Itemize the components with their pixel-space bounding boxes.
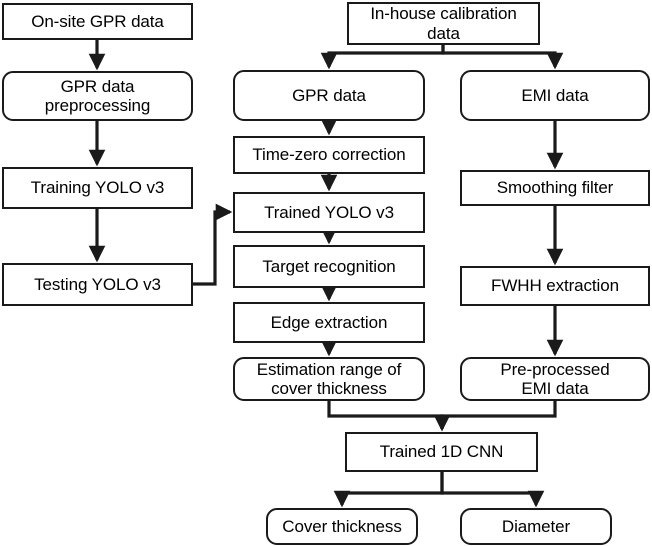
node-training-yolo-v3[interactable]: Training YOLO v3 [2,167,193,209]
node-testing-yolo-v3[interactable]: Testing YOLO v3 [2,263,193,306]
node-target-recognition[interactable]: Target recognition [233,245,425,288]
node-edge-extraction[interactable]: Edge extraction [233,302,425,343]
edge-calibration-to-emi-data [441,44,564,70]
edge-estimation-to-cnn [327,400,451,432]
node-diameter[interactable]: Diameter [460,508,612,545]
edge-testing-to-trained-yolo [192,203,233,286]
node-fwhh-extraction[interactable]: FWHH extraction [460,266,650,306]
node-gpr-data-preprocessing[interactable]: GPR data preprocessing [2,71,193,121]
node-pre-processed-emi-data[interactable]: Pre-processed EMI data [460,357,650,401]
node-estimation-range-of-cover-thickness[interactable]: Estimation range of cover thickness [233,357,425,401]
edge-cnn-to-diameter [440,471,545,508]
node-trained-1d-cnn[interactable]: Trained 1D CNN [345,432,538,472]
edge-cnn-to-cover-thickness [333,471,444,508]
node-emi-data[interactable]: EMI data [460,70,650,121]
node-in-house-calibration-data[interactable]: In-house calibration data [347,2,540,45]
node-onsite-gpr-data[interactable]: On-site GPR data [2,3,193,40]
node-smoothing-filter[interactable]: Smoothing filter [460,170,650,206]
edge-calibration-to-gpr-data [320,44,445,70]
node-gpr-data[interactable]: GPR data [233,70,425,121]
node-trained-yolo-v3[interactable]: Trained YOLO v3 [233,192,425,233]
edge-preprocessed-emi-to-cnn [433,400,557,432]
node-cover-thickness[interactable]: Cover thickness [266,508,418,545]
node-time-zero-correction[interactable]: Time-zero correction [233,136,425,174]
